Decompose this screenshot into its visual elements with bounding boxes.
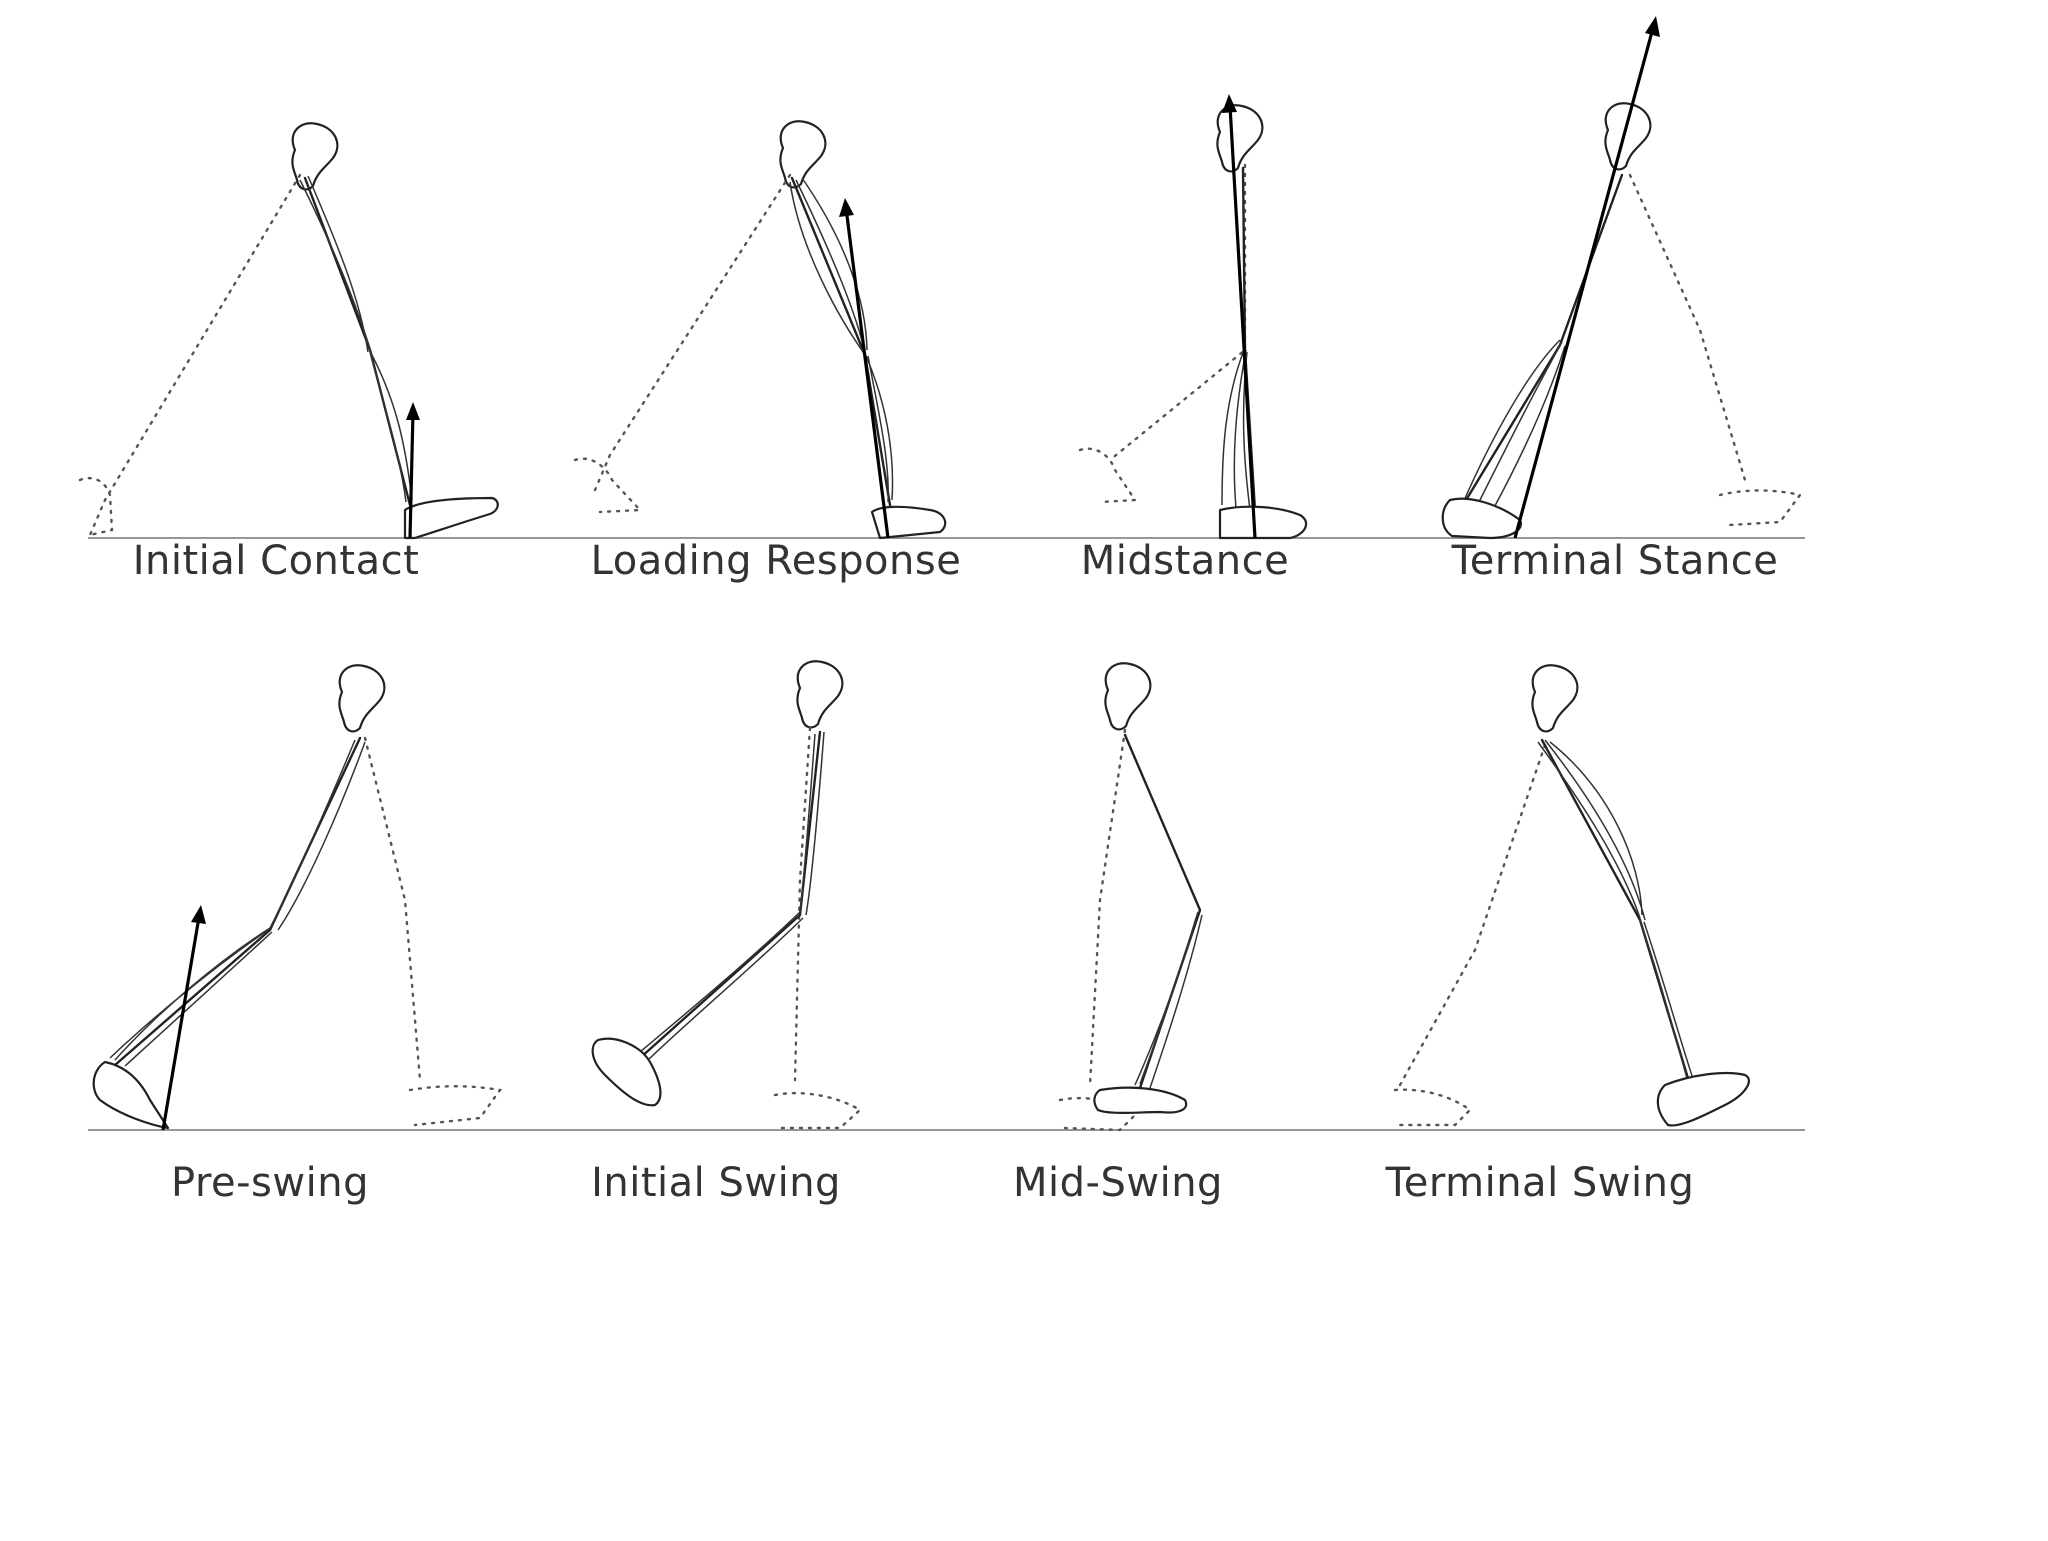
contralateral-leg-dotted <box>363 736 422 1082</box>
pelvis-icon <box>1531 664 1579 733</box>
stance-leg <box>1458 173 1624 512</box>
contralateral-leg-dotted <box>88 173 302 537</box>
figure-initial-contact <box>78 122 499 540</box>
figure-pre-swing <box>92 664 503 1131</box>
swing-leg <box>1123 733 1202 1090</box>
contralateral-leg-dotted <box>1398 743 1547 1087</box>
figure-initial-swing <box>591 660 863 1130</box>
label-terminal-swing: Terminal Swing <box>1385 1160 1695 1206</box>
stance-leg <box>790 176 892 507</box>
pelvis-icon <box>291 122 339 191</box>
arrow-head-icon <box>406 402 420 420</box>
contralateral-leg-dotted <box>1628 173 1747 482</box>
contralateral-foot-dotted <box>1718 489 1803 527</box>
force-vector <box>408 411 415 539</box>
muscle-lines <box>639 731 825 1061</box>
contralateral-leg-dotted <box>793 726 812 1082</box>
contralateral-foot-dotted <box>1078 447 1138 504</box>
arrow-head-icon <box>1645 16 1660 37</box>
contralateral-foot-dotted <box>773 1091 863 1130</box>
foot-icon <box>591 1037 662 1107</box>
contralateral-foot-dotted <box>1058 1096 1137 1132</box>
foot-icon <box>1656 1071 1750 1127</box>
pelvis-icon <box>779 120 827 189</box>
foot-icon <box>1441 497 1523 540</box>
contralateral-foot-dotted <box>1393 1088 1472 1127</box>
swing-leg <box>1540 738 1692 1087</box>
label-midstance: Midstance <box>1080 538 1290 584</box>
muscle-lines <box>1134 911 1203 1089</box>
force-vector <box>1228 105 1257 539</box>
contralateral-foot-dotted <box>408 1085 503 1127</box>
label-terminal-stance: Terminal Stance <box>1451 538 1779 584</box>
label-mid-swing: Mid-Swing <box>1013 1160 1223 1206</box>
contralateral-leg-dotted <box>1108 163 1247 462</box>
contralateral-leg-dotted <box>593 173 792 492</box>
figure-terminal-swing <box>1393 664 1750 1127</box>
foot-icon <box>870 505 947 540</box>
pelvis-icon <box>1604 102 1652 171</box>
foot-icon <box>92 1060 170 1130</box>
contralateral-foot-dotted <box>573 457 643 514</box>
muscle-lines <box>1537 739 1696 1086</box>
arrow-head-icon <box>839 198 854 217</box>
figure-mid-swing <box>1058 662 1203 1132</box>
figure-midstance <box>1078 94 1308 540</box>
label-initial-swing: Initial Swing <box>591 1160 841 1206</box>
label-loading-response: Loading Response <box>590 538 962 584</box>
pelvis-icon <box>1216 104 1264 173</box>
foot-icon <box>403 496 499 540</box>
contralateral-leg-dotted <box>1088 728 1127 1087</box>
muscle-lines <box>1461 339 1566 516</box>
force-vector <box>844 207 890 539</box>
pelvis-icon <box>1104 662 1152 731</box>
foot-icon <box>1218 505 1308 540</box>
arrow-head-icon <box>1222 94 1237 113</box>
stance-leg <box>303 176 412 507</box>
arrow-head-icon <box>191 905 206 924</box>
swing-leg <box>638 730 822 1060</box>
label-pre-swing: Pre-swing <box>171 1160 369 1206</box>
label-initial-contact: Initial Contact <box>132 538 420 584</box>
figure-loading-response <box>573 120 947 540</box>
foot-icon <box>1093 1086 1188 1114</box>
muscle-lines <box>109 739 366 1067</box>
swing-leg <box>113 736 362 1067</box>
force-vector <box>161 916 201 1131</box>
pelvis-icon <box>796 660 844 729</box>
contralateral-foot-dotted <box>78 476 114 537</box>
muscle-lines <box>789 177 894 503</box>
muscle-lines <box>299 175 413 503</box>
figure-terminal-stance <box>1441 16 1803 540</box>
force-vector <box>1513 27 1655 539</box>
pelvis-icon <box>338 664 386 733</box>
